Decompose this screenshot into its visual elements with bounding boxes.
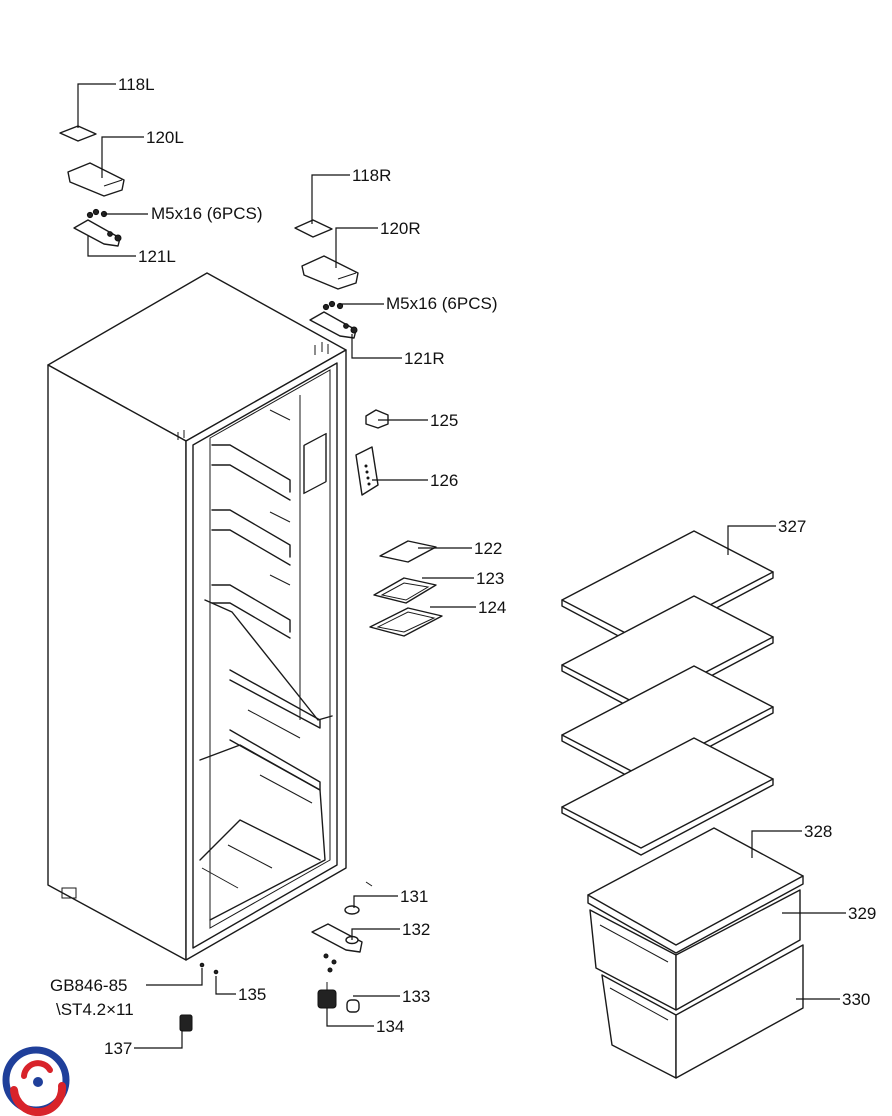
leader-lines: [77, 83, 846, 1049]
label-126: 126: [430, 471, 458, 490]
label-118R: 118R: [352, 166, 391, 185]
label-328: 328: [804, 822, 832, 841]
label-m5x16-right: M5x16 (6PCS): [386, 294, 497, 313]
part-118L-pad: [59, 125, 97, 142]
label-135: 135: [238, 985, 266, 1004]
glass-shelf: [561, 737, 774, 856]
part-133-cap: [346, 999, 360, 1013]
label-134: 134: [376, 1017, 404, 1036]
label-122: 122: [474, 539, 502, 558]
label-120L: 120L: [146, 128, 184, 147]
label-st4-2x11: \ST4.2×11: [56, 1000, 134, 1019]
label-gb846-85: GB846-85: [50, 976, 128, 995]
crisper-drawer-329: [589, 889, 801, 1011]
shelf-rails: [211, 409, 291, 639]
label-125: 125: [430, 411, 458, 430]
label-m5x16-left: M5x16 (6PCS): [151, 204, 262, 223]
label-329: 329: [848, 904, 876, 923]
label-132: 132: [402, 920, 430, 939]
label-118L: 118L: [118, 75, 155, 94]
crisper-cover-328: [587, 827, 804, 954]
part-120R-cover: [301, 255, 359, 290]
label-133: 133: [402, 987, 430, 1006]
part-137-foot: [179, 1014, 193, 1032]
brand-logo-icon: [2, 1046, 70, 1116]
label-137: 137: [104, 1039, 132, 1058]
crisper-drawer-330: [601, 944, 804, 1079]
refrigerator-cabinet: [47, 272, 347, 961]
part-gb846-screw: [199, 962, 205, 968]
part-118R-pad: [294, 219, 333, 238]
label-123: 123: [476, 569, 504, 588]
label-121L: 121L: [138, 247, 176, 266]
label-131: 131: [400, 887, 428, 906]
part-123-frame: [373, 577, 437, 604]
cabinet-top-screws: [177, 342, 329, 440]
part-124-gasket: [369, 607, 443, 637]
callout-labels: 118L 120L M5x16 (6PCS) 121L 118R 120R M5…: [50, 75, 876, 1058]
label-327: 327: [778, 517, 806, 536]
label-330: 330: [842, 990, 870, 1009]
part-134-leveling-foot: [317, 982, 337, 1009]
part-121R-hinge: [309, 300, 358, 339]
part-126-control-panel: [355, 446, 379, 496]
part-131-bushing: [344, 881, 373, 915]
label-121R: 121R: [404, 349, 445, 368]
label-120R: 120R: [380, 219, 421, 238]
part-135-screw: [213, 969, 219, 975]
part-121L-hinge: [73, 208, 122, 247]
part-122-film: [379, 540, 437, 563]
part-125-lamp: [365, 409, 389, 429]
part-120L-cover: [67, 162, 125, 197]
label-124: 124: [478, 598, 506, 617]
glass-shelves-327: [561, 530, 774, 856]
part-132-lower-hinge: [311, 923, 363, 973]
